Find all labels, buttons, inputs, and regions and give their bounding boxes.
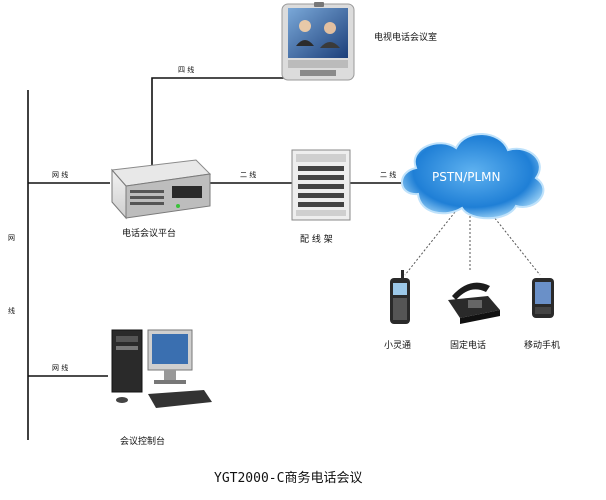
- net-wire-label-platform: 网 线: [52, 170, 68, 179]
- conference-console-icon: [111, 329, 212, 408]
- backbone-label-char1: 网: [8, 234, 15, 242]
- two-wire-label-1: 二 线: [240, 170, 256, 179]
- xiaolingtong-label: 小灵通: [384, 340, 411, 351]
- net-wire-label-console: 网 线: [52, 363, 68, 372]
- wireless-links: [404, 211, 541, 276]
- fixed-phone-icon: [448, 282, 500, 324]
- platform-label: 电话会议平台: [122, 227, 176, 239]
- fixed-phone-label: 固定电话: [450, 339, 486, 351]
- four-wire-line: [151, 77, 290, 166]
- video-terminal-icon: [281, 2, 355, 81]
- distribution-frame-label: 配 线 架: [300, 233, 333, 245]
- distribution-frame-icon: [291, 149, 351, 221]
- four-wire-label: 四 线: [178, 65, 194, 74]
- link-mobile: [489, 211, 541, 276]
- backbone-label-char2: 线: [8, 306, 15, 315]
- conference-platform-icon: [110, 159, 212, 220]
- mobile-phone-label: 移动手机: [524, 339, 560, 351]
- pstn-cloud-icon: [401, 133, 545, 220]
- link-xiaolingtong: [404, 211, 456, 276]
- video-room-label: 电视电话会议室: [374, 31, 437, 43]
- xiaolingtong-phone-icon: [390, 270, 410, 324]
- two-wire-label-2: 二 线: [380, 170, 396, 179]
- diagram-title: YGT2000-C商务电话会议: [214, 470, 362, 486]
- mobile-phone-icon: [532, 278, 554, 318]
- cloud-label: PSTN/PLMN: [432, 170, 500, 184]
- console-label: 会议控制台: [120, 435, 165, 447]
- connections: [27, 77, 430, 440]
